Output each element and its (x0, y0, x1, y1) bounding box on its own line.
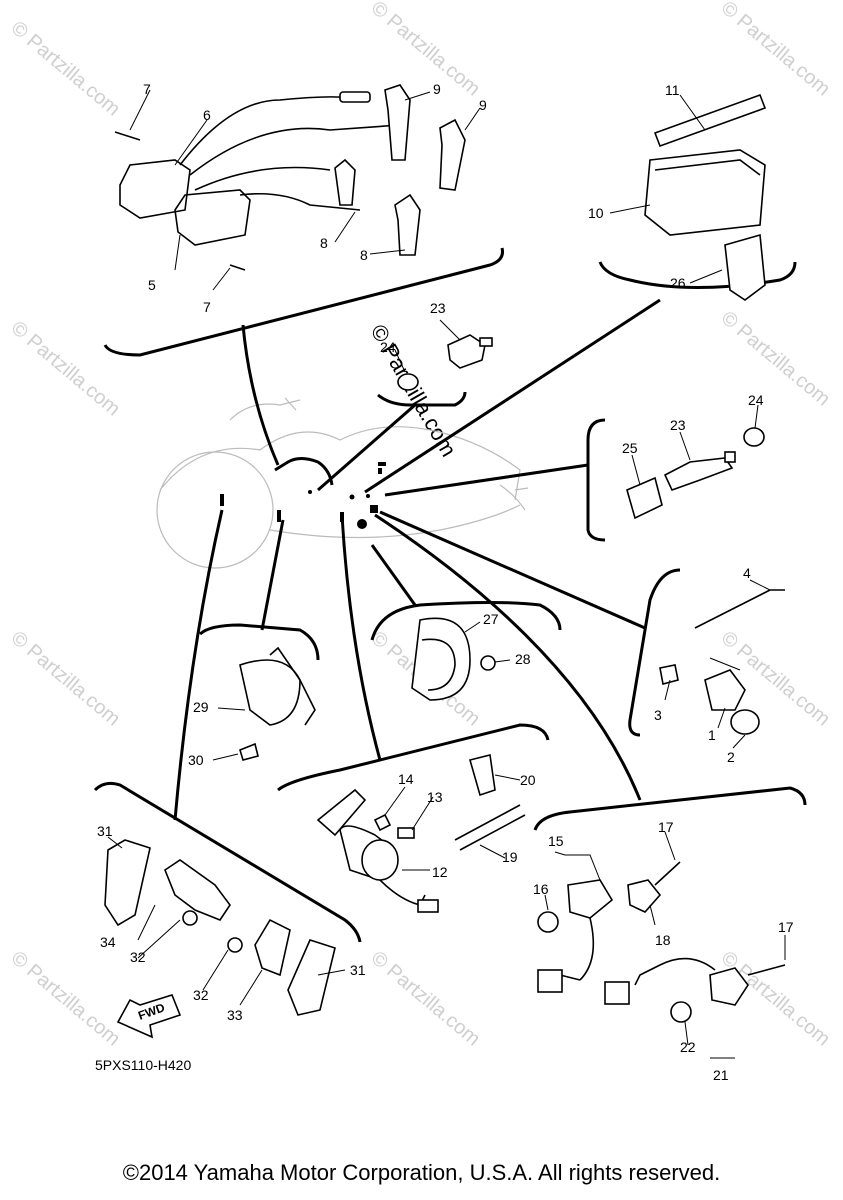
callout-17: 17 (658, 819, 674, 835)
watermark-text: © Partzilla.com (717, 0, 834, 100)
callout-18: 18 (655, 932, 671, 948)
footrest-group (104, 836, 346, 1016)
copyright-notice: ©2014 Yamaha Motor Corporation, U.S.A. A… (122, 1160, 721, 1185)
ecu-group (609, 93, 767, 301)
callout-23: 23 (670, 417, 686, 433)
callout-34: 34 (100, 934, 116, 950)
ignition-coil-group (114, 84, 481, 291)
parts-diagram: © Partzilla.com © Partzilla.com © Partzi… (7, 0, 834, 1083)
callout-31: 31 (97, 823, 113, 839)
callout-labels: 7 6 9 9 8 8 5 7 11 10 26 23 24 24 23 25 … (97, 81, 794, 1083)
group-brackets (93, 247, 807, 943)
callout-1: 1 (708, 727, 716, 743)
callout-22: 22 (680, 1039, 696, 1055)
callout-28: 28 (515, 651, 531, 667)
callout-21: 21 (713, 1067, 729, 1083)
callout-24: 24 (380, 339, 396, 355)
callout-9: 9 (433, 81, 441, 97)
callout-13: 13 (427, 789, 443, 805)
callout-31: 31 (350, 962, 366, 978)
callout-4: 4 (743, 565, 751, 581)
watermark-text: © Partzilla.com (7, 17, 124, 120)
callout-3: 3 (654, 707, 662, 723)
temp-sensor-top (394, 319, 493, 391)
callout-20: 20 (520, 772, 536, 788)
callout-14: 14 (398, 771, 414, 787)
callout-16: 16 (533, 881, 549, 897)
callout-6: 6 (203, 107, 211, 123)
callout-8: 8 (320, 235, 328, 251)
callout-29: 29 (193, 699, 209, 715)
callout-17: 17 (778, 919, 794, 935)
lean-angle-sensor (659, 579, 785, 749)
horn-group (212, 617, 511, 761)
callout-26: 26 (670, 275, 686, 291)
callout-19: 19 (502, 849, 518, 865)
callout-27: 27 (483, 611, 499, 627)
callout-5: 5 (148, 277, 156, 293)
callout-8: 8 (360, 247, 368, 263)
callout-23: 23 (430, 300, 446, 316)
watermark-text: © Partzilla.com (367, 947, 484, 1050)
watermark-text: © Partzilla.com (7, 627, 124, 730)
callout-30: 30 (188, 752, 204, 768)
temp-sensor-right (626, 404, 765, 520)
callout-32: 32 (193, 987, 209, 1003)
callout-7: 7 (203, 299, 211, 315)
diagram-code: 5PXS110-H420 (95, 1057, 191, 1073)
watermark-text: © Partzilla.com (717, 307, 834, 410)
callout-33: 33 (227, 1007, 243, 1023)
fwd-arrow: FWD (116, 994, 182, 1039)
callout-10: 10 (588, 205, 604, 221)
callout-24: 24 (748, 392, 764, 408)
starter-switch-group (316, 754, 526, 913)
callout-11: 11 (665, 82, 680, 98)
speed-sensor-group (537, 831, 786, 1059)
callout-25: 25 (622, 440, 638, 456)
watermark-text: © Partzilla.com (7, 317, 124, 420)
watermark-text: © Partzilla.com (367, 0, 484, 100)
callout-7: 7 (143, 81, 151, 97)
callout-2: 2 (727, 749, 735, 765)
callout-32: 32 (130, 949, 146, 965)
watermark-text: © Partzilla.com (7, 947, 124, 1050)
callout-15: 15 (548, 833, 564, 849)
callout-9: 9 (479, 97, 487, 113)
callout-12: 12 (432, 864, 448, 880)
